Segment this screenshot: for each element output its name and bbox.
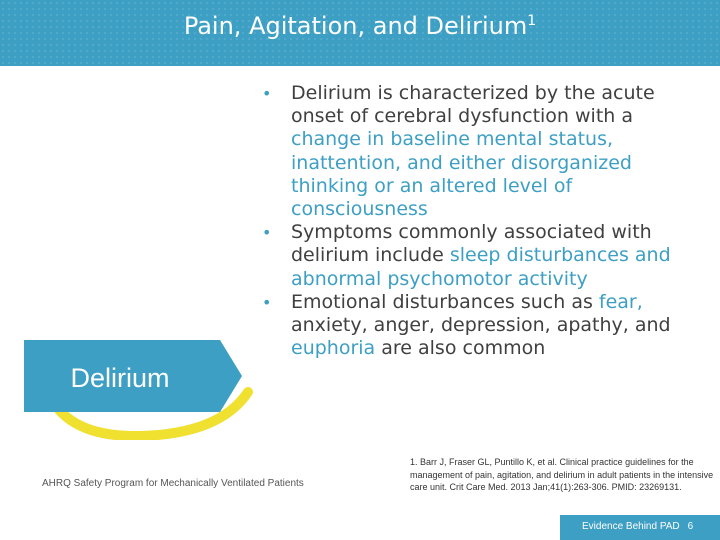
section-label: Evidence Behind PAD: [582, 521, 680, 532]
page-number: 6: [687, 521, 694, 532]
reference-footnote: 1. Barr J, Fraser GL, Puntillo K, et al.…: [410, 457, 714, 492]
footer-section-bar: Evidence Behind PAD 6: [560, 515, 720, 540]
delirium-arc-graphic: Delirium: [24, 340, 253, 440]
bullet-item-3: • Emotional disturbances such as fear, an…: [254, 291, 694, 361]
bullet-1-text-a: Delirium is characterized by the acute o…: [291, 82, 655, 128]
program-footer: AHRQ Safety Program for Mechanically Ven…: [42, 478, 304, 489]
bullet-3-text-a: Emotional disturbances such as: [291, 290, 599, 313]
bullet-dot: •: [262, 84, 272, 103]
bullet-item-2: • Symptoms commonly associated with delir…: [254, 221, 694, 291]
bullet-3-highlight-euphoria: euphoria: [291, 337, 376, 360]
bullet-2-highlight: sleep disturbances and abnormal psychomo…: [291, 244, 671, 290]
header-bar: Pain, Agitation, and Delirium1: [0, 0, 720, 66]
graphic-label: Delirium: [70, 363, 169, 393]
footer-section-text: Evidence Behind PAD 6: [582, 521, 693, 532]
bullet-1-highlight: change in baseline mental status, inatte…: [291, 128, 632, 221]
bullet-3-text-c: are also common: [375, 337, 546, 360]
bullet-dot: •: [262, 292, 272, 312]
bullet-item-1: • Delirium is characterized by the acute …: [254, 82, 694, 221]
bullet-3-highlight-fear: fear,: [598, 290, 643, 313]
bullet-list: • Delirium is characterized by the acute …: [254, 82, 694, 360]
slide-title: Pain, Agitation, and Delirium1: [0, 12, 720, 40]
blue-banner: [24, 340, 242, 412]
slide-title-text: Pain, Agitation, and Delirium: [183, 12, 528, 40]
title-footnote-marker: 1: [527, 13, 537, 29]
bullet-2-text-a: Symptoms commonly associated with deliri…: [291, 221, 652, 267]
bullet-3-text-b: anxiety, anger, depression, apathy, and: [291, 314, 671, 337]
bullet-dot: •: [262, 223, 272, 243]
